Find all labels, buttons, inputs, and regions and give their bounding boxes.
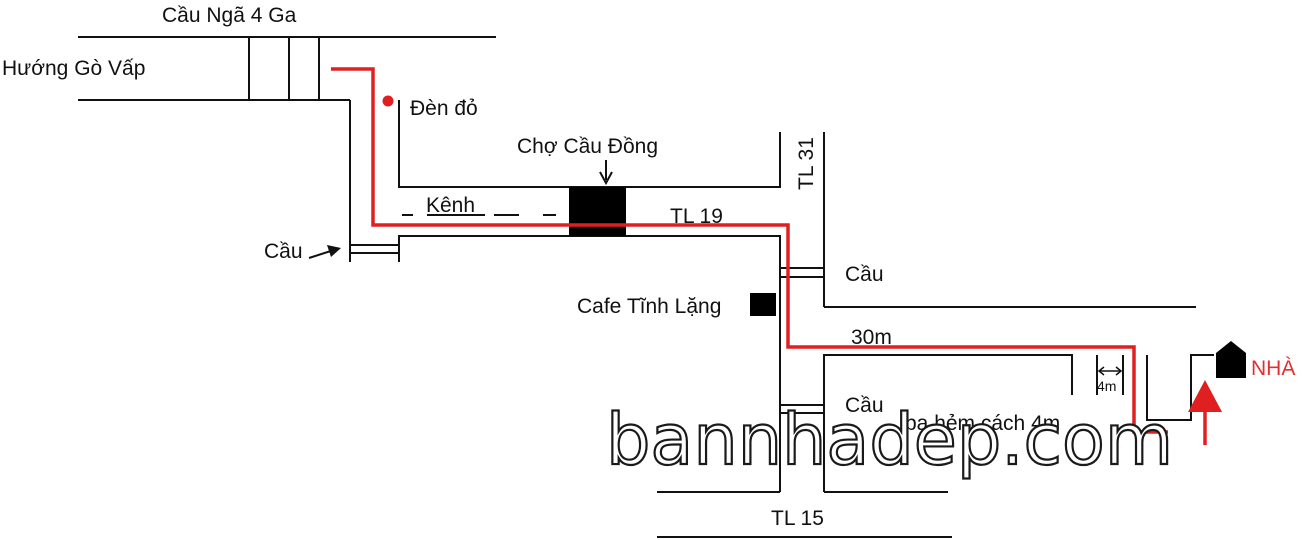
- label-tl31: TL 31: [795, 137, 818, 190]
- market-block: [569, 187, 626, 236]
- label-canal: Kênh: [426, 194, 475, 217]
- label-market: Chợ Cầu Đồng: [517, 135, 658, 158]
- lower-block: [823, 354, 1073, 492]
- label-bridge-left: Cầu: [264, 240, 303, 263]
- home-icon: [1216, 341, 1246, 378]
- label-tl19: TL 19: [670, 205, 723, 228]
- dimension-4m-arrow-left: [1097, 366, 1105, 376]
- route-path: [331, 67, 1168, 434]
- label-tl15: TL 15: [771, 507, 824, 530]
- dimension-4m-arrow-right: [1115, 366, 1123, 376]
- label-bridge-nga4ga: Cầu Ngã 4 Ga: [162, 4, 297, 27]
- label-cafe: Cafe Tĩnh Lặng: [577, 295, 721, 318]
- label-distance-30m: 30m: [851, 326, 892, 349]
- label-distance-4m: 4m: [1097, 378, 1116, 394]
- roads: [78, 36, 1214, 538]
- label-direction-govap: Hướng Gò Vấp: [2, 57, 145, 80]
- market-arrow-head: [599, 171, 613, 186]
- home-alley: [1146, 354, 1214, 421]
- watermark: bannhadep.com: [606, 399, 1173, 481]
- red-light-dot: [382, 95, 394, 107]
- arrows: [308, 160, 1123, 376]
- label-red-light: Đèn đỏ: [410, 97, 478, 120]
- cafe-block: [750, 293, 776, 316]
- route-home-arrow-head: [1188, 380, 1222, 412]
- bridge-arrow-head: [327, 245, 341, 257]
- label-alley-note: ba hẻm cách 4m: [905, 412, 1060, 435]
- label-home: NHÀ: [1251, 357, 1295, 380]
- label-bridge-right-top: Cầu: [845, 263, 884, 286]
- label-bridge-right-bottom: Cầu: [845, 394, 884, 417]
